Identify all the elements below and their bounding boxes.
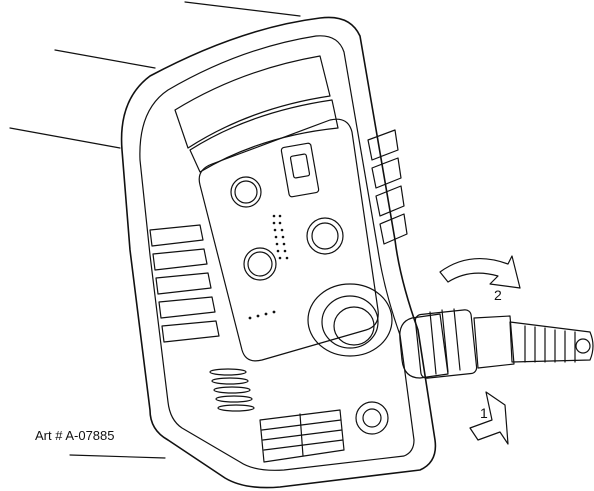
leader-lines bbox=[9, 1, 301, 459]
unit-case bbox=[120, 16, 437, 489]
side-vents-left bbox=[149, 224, 220, 343]
art-number-label: Art # A-07885 bbox=[35, 428, 115, 443]
torch-socket bbox=[307, 283, 393, 357]
bottom-port bbox=[355, 401, 389, 435]
side-vents-right bbox=[367, 129, 408, 245]
handle-top bbox=[174, 55, 339, 173]
rotate-arrow-icon bbox=[439, 255, 521, 289]
knob-center bbox=[306, 217, 344, 255]
power-switch bbox=[280, 142, 320, 198]
step-label-1: 1 bbox=[480, 405, 488, 421]
push-arrow-icon bbox=[469, 391, 509, 445]
step-label-2: 2 bbox=[494, 287, 502, 303]
knob-left-lower bbox=[243, 247, 277, 281]
front-panel bbox=[198, 118, 379, 362]
lower-vent-ovals bbox=[209, 368, 255, 412]
indicator-dots bbox=[248, 214, 289, 320]
bottom-grille bbox=[259, 409, 345, 463]
knob-left-upper bbox=[230, 176, 262, 208]
torch-connector bbox=[399, 308, 594, 379]
